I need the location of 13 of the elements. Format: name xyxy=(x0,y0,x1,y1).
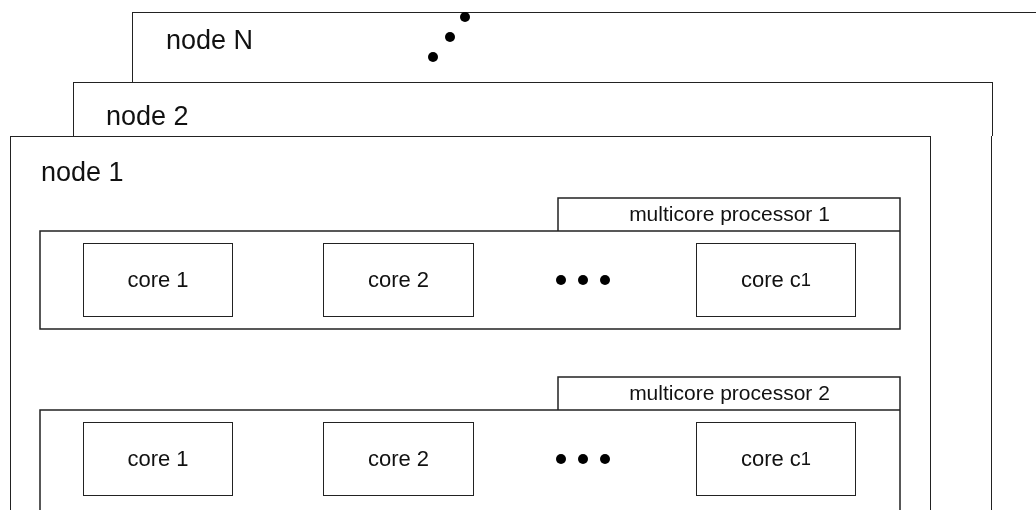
core-box: core 1 xyxy=(83,422,233,496)
processor-label: multicore processor 2 xyxy=(628,380,831,406)
node-title: node N xyxy=(166,25,254,56)
node-panel xyxy=(10,136,931,510)
processor-label: multicore processor 1 xyxy=(628,201,831,227)
processor-box xyxy=(39,197,901,330)
core-box: core 2 xyxy=(323,422,474,496)
node-title: node 2 xyxy=(106,101,189,132)
node-panel xyxy=(73,82,993,136)
processor-box xyxy=(39,376,901,510)
node-title: node 1 xyxy=(41,157,124,188)
core-box: core 2 xyxy=(323,243,474,317)
core-box: core 1 xyxy=(83,243,233,317)
